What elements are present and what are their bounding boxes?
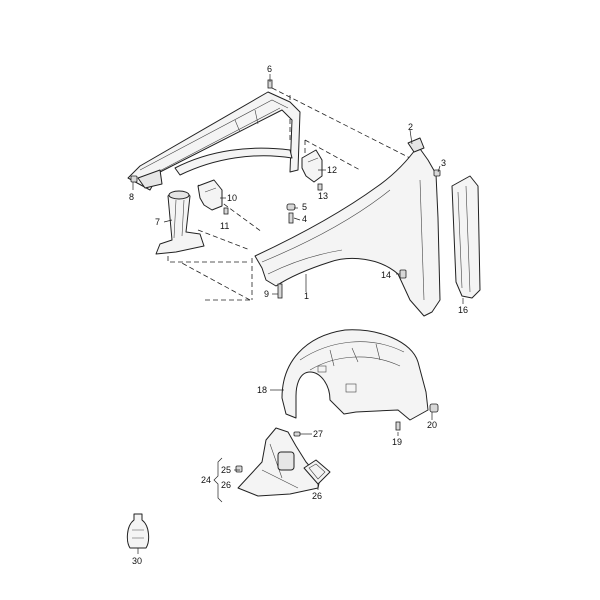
- callout-3: 3: [441, 158, 446, 168]
- callout-26-lower-liner: 26: [221, 480, 231, 490]
- callout-10: 10: [227, 193, 237, 203]
- callout-7: 7: [155, 217, 160, 227]
- front-fender-1: [254, 137, 441, 317]
- wheel-housing-liner-18: [281, 329, 429, 421]
- fasteners: [130, 79, 441, 473]
- callout-30: 30: [132, 556, 142, 566]
- front-carrier-frame: [127, 91, 301, 191]
- callout-5: 5: [302, 202, 307, 212]
- callout-9: 9: [264, 289, 269, 299]
- callout-13: 13: [318, 191, 328, 201]
- bracket-12: [301, 149, 323, 183]
- callout-1: 1: [304, 291, 309, 301]
- callout-6: 6: [267, 64, 272, 74]
- callout-25: 25: [221, 465, 231, 475]
- callout-8: 8: [129, 192, 134, 202]
- callout-2: 2: [408, 122, 413, 132]
- bracket-10: [197, 179, 223, 211]
- callout-26-cover-cap: 26: [312, 491, 322, 501]
- callout-4: 4: [302, 214, 307, 224]
- cover-cap-26: [303, 459, 331, 485]
- callout-24: 24: [201, 475, 211, 485]
- callout-19: 19: [392, 437, 402, 447]
- callout-18: 18: [257, 385, 267, 395]
- callout-12: 12: [327, 165, 337, 175]
- leader-lines: [132, 74, 464, 554]
- callout-27: 27: [313, 429, 323, 439]
- callout-16: 16: [458, 305, 468, 315]
- callout-20: 20: [427, 420, 437, 430]
- callout-11: 11: [220, 221, 229, 231]
- callout-labels: 1 2 3 4 5 6 7 8 9 10 11 12 13 14 16 18 1…: [129, 64, 468, 566]
- callout-14: 14: [381, 270, 391, 280]
- side-panel-16: [451, 175, 481, 299]
- grease-tube-30: [126, 513, 150, 549]
- assembly-guide-lines: [167, 87, 429, 301]
- support-bracket-7: [155, 190, 205, 255]
- lower-liner-24: [237, 427, 321, 497]
